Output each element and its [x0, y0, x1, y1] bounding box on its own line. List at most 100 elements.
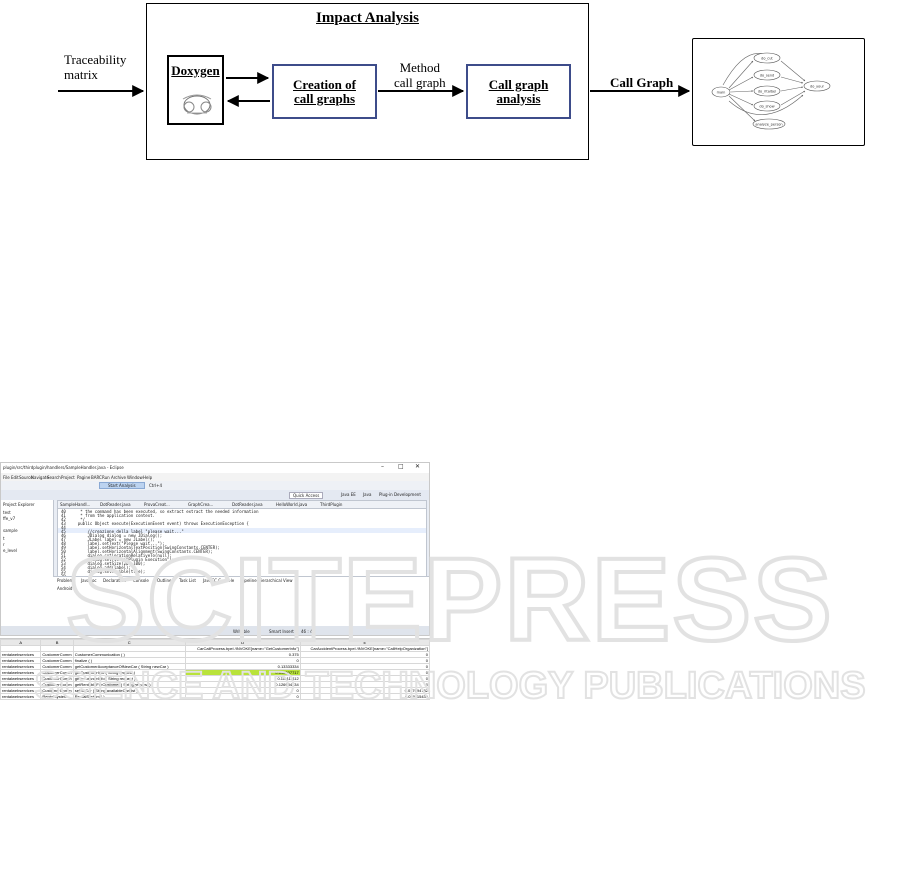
node-do-show: [753, 100, 781, 112]
traceability-matrix-label: Traceability matrix: [64, 52, 126, 82]
menu-help[interactable]: Help: [143, 475, 153, 480]
editor-tab[interactable]: SampleHandl...: [60, 502, 91, 507]
node-label-do-your: do_your: [810, 85, 825, 89]
eclipse-toolbar: Start Analysis Ctrl+4: [1, 481, 429, 490]
node-label-main: main: [717, 91, 726, 95]
minimize-icon[interactable]: –: [381, 463, 384, 470]
menu-edit[interactable]: Edit: [11, 475, 19, 480]
menu-navigate[interactable]: Navigate: [31, 475, 49, 480]
shortcut-label: Ctrl+4: [149, 483, 163, 488]
node-do-cut: [753, 52, 781, 64]
creation-label-line2: call graphs: [293, 90, 356, 106]
call-graph-analysis-box: Call graph analysis: [466, 64, 571, 119]
menu-archive[interactable]: Archive: [111, 475, 126, 480]
code-editor[interactable]: SampleHandl... DotReader.java ProvaCreat…: [57, 500, 427, 582]
code-line: 55 dialog.setVisible(true);: [61, 569, 146, 574]
code-line: 48 label.setText("Please wait...");: [61, 541, 165, 546]
window-title: plugin/src/thirdplugin/handlers/SampleHa…: [3, 465, 124, 470]
analysis-label-line1: Call graph: [488, 76, 549, 92]
quick-access-input[interactable]: Quick Access: [289, 492, 324, 499]
method-line1: Method: [399, 60, 441, 75]
status-writable: Writable: [233, 629, 250, 634]
call-graph-box: main do_cut do_send do_ritalbel do_show …: [692, 38, 865, 146]
editor-tab[interactable]: DotReader.java: [232, 502, 263, 507]
editor-tab[interactable]: ProvaCreat...: [144, 502, 170, 507]
call-graph-image: main do_cut do_send do_ritalbel do_show …: [711, 52, 831, 130]
method-call-graph-label: Method call graph: [394, 60, 446, 90]
menu-run[interactable]: Run: [102, 475, 110, 480]
eclipse-window: plugin/src/thirdplugin/handlers/SampleHa…: [0, 462, 430, 636]
editor-tab[interactable]: HelloWorld.java: [276, 502, 308, 507]
code-line: 51 dialog.setLocationRelativeTo(null);: [61, 553, 172, 558]
node-analyze-person: [752, 118, 786, 130]
code-line: 54 dialog.add(label);: [61, 565, 131, 570]
explorer-item[interactable]: e_level: [3, 548, 17, 553]
perspective-plugin-dev[interactable]: Plug-in Development: [379, 492, 421, 497]
menu-project[interactable]: Project: [61, 475, 75, 480]
perspective-javaee[interactable]: Java EE: [341, 492, 356, 497]
code-line: 50 label.setHorizontalAlignment(SwingCon…: [61, 549, 213, 554]
node-do-your: [803, 80, 831, 92]
menu-window[interactable]: Window: [127, 475, 143, 480]
analysis-label-line2: analysis: [496, 90, 541, 106]
editor-tab[interactable]: DotReader.java: [100, 502, 131, 507]
menu-barc[interactable]: BARC: [91, 475, 102, 480]
code-line: 49 label.setHorizontalTextPosition(Swing…: [61, 545, 220, 550]
console-tab[interactable]: Declaration: [103, 578, 127, 583]
code-line: 41 * from the application context.: [61, 513, 155, 518]
explorer-item[interactable]: t: [3, 536, 5, 541]
console-tab[interactable]: Javadoc: [81, 578, 97, 583]
explorer-title: Project Explorer: [3, 502, 35, 507]
explorer-item[interactable]: test: [3, 510, 11, 515]
console-tab[interactable]: Console: [133, 578, 149, 583]
doxygen-logo-icon: [182, 94, 212, 115]
menu-file[interactable]: File: [3, 475, 10, 480]
traceability-line1: Traceability: [64, 52, 127, 67]
node-do-send: [753, 69, 781, 81]
console-tab[interactable]: Task List: [179, 578, 196, 583]
console-output: Android: [57, 586, 73, 591]
node-do-ritalbel: [753, 85, 781, 97]
code-line: 47 JLabel label = new JLabel();: [61, 537, 155, 542]
table-cell[interactable]: RentalSystem: [40, 693, 74, 700]
code-line: 44: [61, 525, 66, 530]
status-insert-mode: Smart Insert: [269, 629, 294, 634]
explorer-item[interactable]: sample: [3, 528, 18, 533]
status-position: 46 : 43: [301, 629, 316, 634]
code-line: 40 * the command has been executed, so e…: [61, 509, 259, 514]
menu-source[interactable]: Source: [19, 475, 33, 480]
close-icon[interactable]: ✕: [415, 463, 421, 470]
code-line: 52 dialog.setTitle("Plugin Execution");: [61, 557, 175, 562]
node-label-do-cut: do_cut: [761, 57, 773, 61]
editor-tab[interactable]: ThirdPlugin: [320, 502, 343, 507]
status-bar: Writable Smart Insert 46 : 43: [1, 626, 429, 635]
console-tab[interactable]: Pipeline Hierarchical View: [241, 578, 293, 583]
explorer-item[interactable]: r: [3, 542, 5, 547]
method-line2: call graph: [394, 75, 446, 90]
editor-tab[interactable]: GraphCrea...: [188, 502, 214, 507]
console-tab[interactable]: Outline: [157, 578, 172, 583]
table-cell[interactable]: 0.070115439: [299, 693, 430, 700]
explorer-item[interactable]: ffe_v7: [3, 516, 16, 521]
start-analysis-button[interactable]: Start Analysis: [99, 482, 145, 489]
maximize-icon[interactable]: □: [398, 463, 404, 470]
doxygen-box: Doxygen: [167, 55, 224, 125]
perspective-java[interactable]: Java: [363, 492, 372, 497]
project-explorer: Project Explorer test ffe_v7 sample t r …: [1, 500, 54, 635]
editor-tabs: SampleHandl... DotReader.java ProvaCreat…: [58, 501, 426, 509]
code-line: 53 dialog.setSize(200,100);: [61, 561, 146, 566]
eclipse-menubar: File Edit Source Navigate Search Project…: [1, 473, 429, 481]
node-label-do-ritalbel: do_ritalbel: [758, 90, 776, 94]
menu-search[interactable]: Search: [47, 475, 61, 480]
console-tab[interactable]: JavaCC Console: [203, 578, 235, 583]
code-line: 45 //creazione della label "please wait.…: [61, 529, 184, 534]
console-tab[interactable]: Problems: [57, 578, 76, 583]
menu-pagine[interactable]: Pagine: [77, 475, 91, 480]
traceability-line2: matrix: [64, 67, 98, 82]
code-line: 42 */: [61, 517, 86, 522]
node-label-analyze-person: analyze_person: [755, 123, 782, 127]
node-main: [711, 86, 731, 98]
